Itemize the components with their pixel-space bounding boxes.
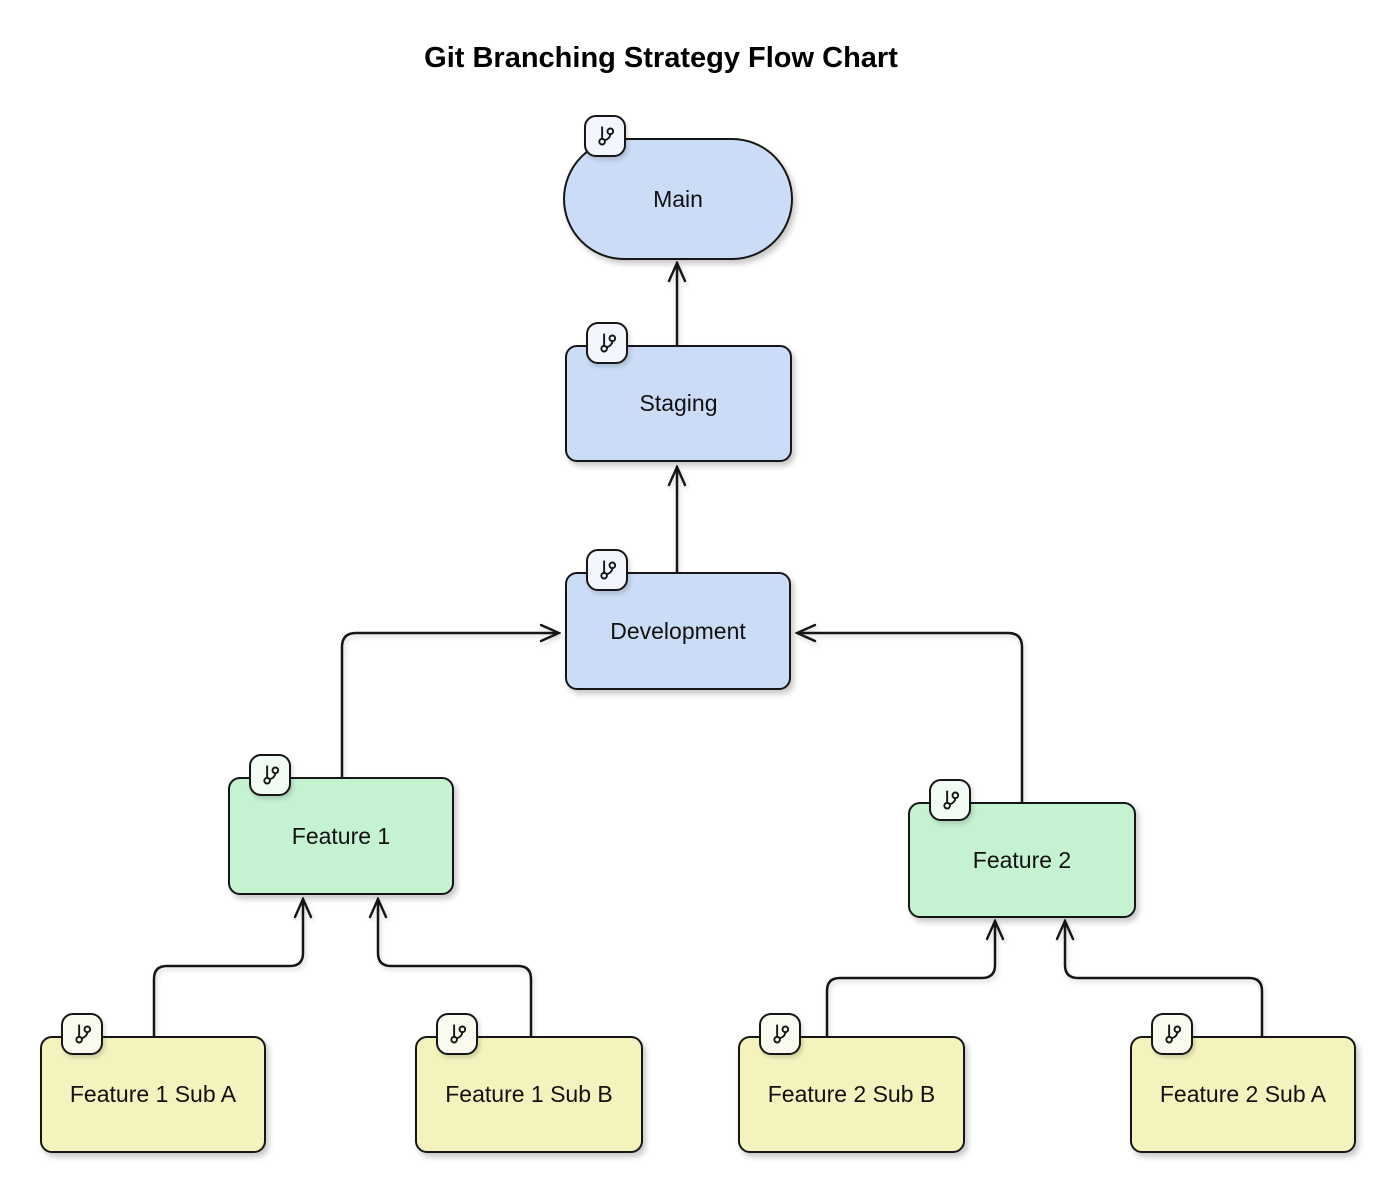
git-branch-icon [61, 1013, 103, 1055]
git-branch-icon [584, 115, 626, 157]
node-label: Feature 1 Sub A [69, 1081, 237, 1107]
edge-f2subb-to-feature2 [825, 921, 995, 1036]
git-branch-icon [1151, 1013, 1193, 1055]
node-development: Development [565, 549, 791, 690]
node-feature-1: Feature 1 [228, 754, 454, 895]
edge-f2suba-to-feature2 [1065, 921, 1264, 1036]
node-label: Development [610, 617, 746, 644]
node-label: Staging [639, 390, 718, 416]
node-feature-2-sub-a: Feature 2 Sub A [1130, 1013, 1356, 1153]
git-branch-icon [759, 1013, 801, 1055]
node-feature-1-sub-b: Feature 1 Sub B [415, 1013, 643, 1153]
git-branch-icon [586, 322, 628, 364]
node-staging: Staging [565, 322, 792, 462]
node-feature-2: Feature 2 [908, 779, 1136, 918]
node-label: Feature 1 Sub B [445, 1081, 613, 1107]
node-label: Feature 2 [972, 846, 1072, 873]
node-label: Feature 2 Sub B [767, 1081, 936, 1107]
edge-feature2-to-development [797, 633, 1024, 802]
edge-feature1-to-development [340, 633, 559, 777]
edge-f1subb-to-feature1 [378, 899, 533, 1036]
git-branch-icon [249, 754, 291, 796]
node-label: Main [653, 185, 703, 212]
node-label: Feature 2 Sub A [1159, 1081, 1327, 1107]
edge-f1suba-to-feature1 [152, 899, 303, 1036]
node-main: Main [563, 115, 793, 260]
node-feature-1-sub-a: Feature 1 Sub A [40, 1013, 266, 1153]
git-branch-icon [929, 779, 971, 821]
node-label: Feature 1 [291, 822, 391, 849]
git-branch-icon [586, 549, 628, 591]
diagram-title: Git Branching Strategy Flow Chart [424, 42, 898, 74]
git-branch-icon [436, 1013, 478, 1055]
node-feature-2-sub-b: Feature 2 Sub B [738, 1013, 965, 1153]
